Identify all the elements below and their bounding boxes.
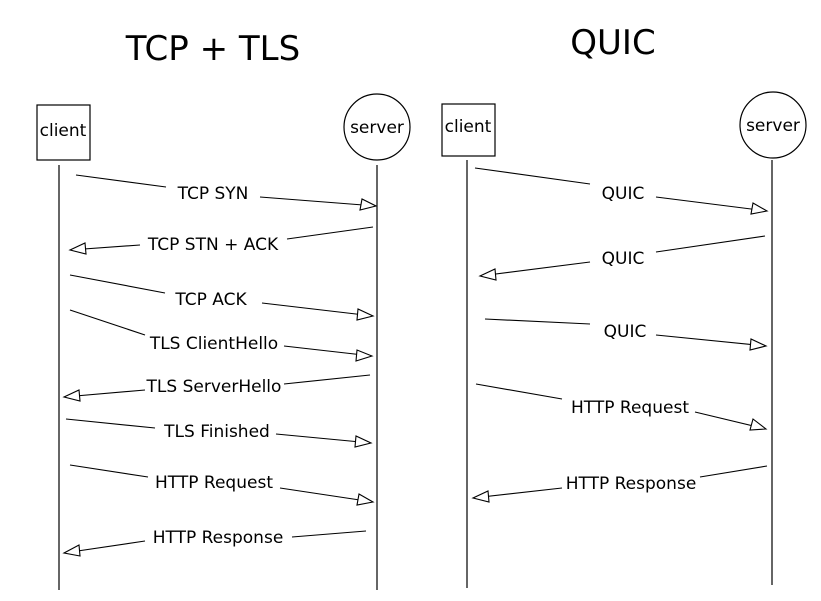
quic-message-label: QUIC	[602, 249, 645, 269]
tcp-message-arrow: HTTP Request	[69, 464, 375, 506]
tcp-message-label: TLS Finished	[163, 422, 270, 442]
quic-message-label: HTTP Response	[566, 474, 697, 494]
quic-message-arrow: QUIC	[478, 235, 766, 281]
tcp-message-arrow: TCP SYN	[75, 174, 378, 211]
tcp-server-circle	[343, 93, 411, 161]
tcp-tls-title: TCP + TLS	[125, 29, 300, 69]
quic-server-circle	[739, 91, 807, 159]
tcp-message-label: TCP ACK	[174, 290, 247, 310]
quic-message-label: QUIC	[604, 322, 647, 342]
tcp-message-label: TCP SYN	[177, 184, 249, 204]
quic-message-label: QUIC	[602, 184, 645, 204]
tcp-message-label: TCP STN + ACK	[147, 235, 279, 255]
tcp-message-arrow: TLS ServerHello	[62, 374, 371, 402]
quic-message-arrow: QUIC	[484, 318, 768, 351]
tcp-client-label: client	[40, 121, 87, 141]
quic-server-label: server	[746, 116, 800, 136]
tcp-message-arrow: TCP STN + ACK	[68, 226, 374, 255]
tcp-message-arrow: HTTP Response	[62, 528, 367, 557]
tcp-tls-panel: TCP + TLS client server TCP SYN TCP STN …	[36, 29, 411, 590]
quic-client-box	[441, 103, 496, 157]
quic-client-label: client	[445, 117, 492, 137]
tcp-message-label: HTTP Request	[155, 473, 273, 493]
tcp-message-arrow: TLS Finished	[65, 418, 373, 448]
quic-message-arrow: HTTP Request	[475, 383, 768, 431]
quic-message-arrow: QUIC	[474, 167, 769, 215]
quic-message-arrow: HTTP Response	[471, 465, 768, 503]
tcp-message-arrow: TCP ACK	[69, 274, 375, 321]
tcp-message-arrow: TLS ClientHello	[69, 309, 374, 362]
tcp-client-box	[36, 104, 91, 161]
quic-message-label: HTTP Request	[571, 398, 689, 418]
quic-panel: QUIC client server QUIC QUIC QUIC	[441, 23, 807, 588]
tcp-message-label: TLS ClientHello	[149, 334, 278, 354]
quic-title: QUIC	[570, 23, 655, 63]
tcp-server-label: server	[350, 118, 404, 138]
tcp-message-label: HTTP Response	[153, 528, 284, 548]
tcp-message-label: TLS ServerHello	[146, 377, 282, 397]
